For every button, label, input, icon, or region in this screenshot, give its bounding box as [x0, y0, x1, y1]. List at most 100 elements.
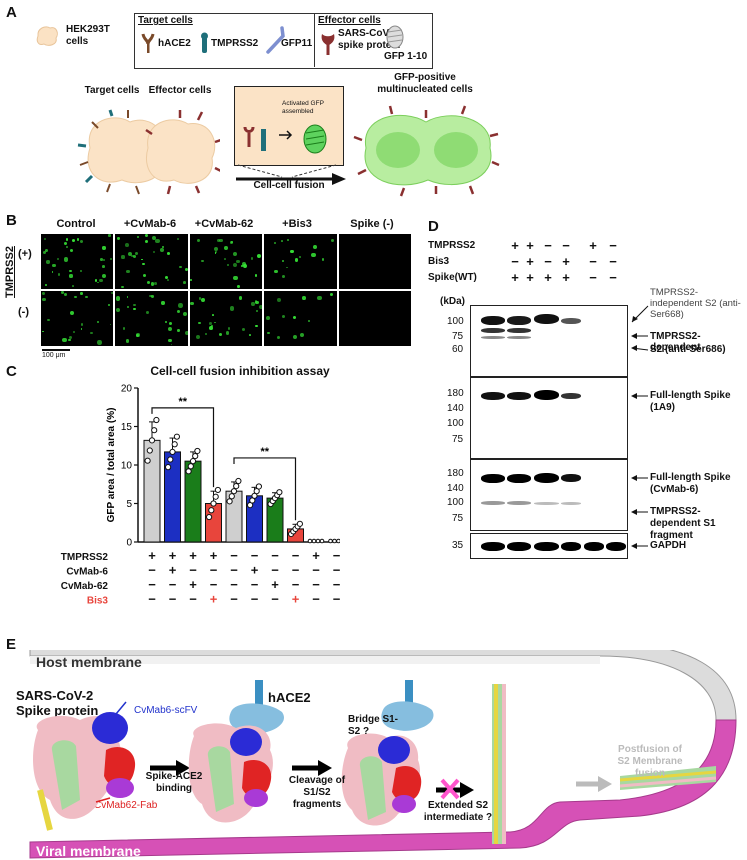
- extended-label: Extended S2 intermediate ?: [423, 800, 493, 823]
- gfp-spot: [301, 296, 306, 300]
- data-point: [233, 482, 240, 490]
- data-point: [228, 493, 235, 500]
- protein-structures: [33, 680, 717, 844]
- gfp-spot: [120, 285, 124, 289]
- gfp-spot: [237, 284, 240, 288]
- effector-cells-label: Effector cells: [148, 85, 212, 96]
- condition-sign: −: [148, 592, 156, 607]
- gfp-spot: [233, 275, 238, 281]
- condition-sign: −: [333, 606, 340, 610]
- gfp-spot: [251, 302, 255, 306]
- extended-s2: [492, 684, 506, 844]
- gfp-spot: [249, 333, 252, 336]
- wb-condition-sign: +: [526, 254, 534, 269]
- target-item-2: TMPRSS2: [211, 38, 259, 49]
- hace2-label: hACE2: [268, 690, 311, 705]
- scale-bar: [42, 349, 70, 351]
- gfp-spot: [126, 269, 130, 274]
- gfp-spot: [141, 262, 145, 266]
- gfp-spot: [242, 261, 247, 266]
- wb-condition-label: Spike(WT): [428, 272, 477, 283]
- row-label-1: (-): [18, 306, 29, 318]
- condition-sign: +: [230, 606, 238, 610]
- condition-label: CvMab-6: [66, 567, 108, 578]
- condition-sign: +: [189, 577, 197, 592]
- gfp-spot: [311, 252, 316, 258]
- wb-condition-sign: +: [562, 270, 570, 285]
- band: [561, 318, 581, 324]
- gfp-spot: [142, 273, 147, 278]
- data-point: [206, 513, 213, 521]
- gfp-spot: [68, 339, 71, 342]
- gfp-spot: [66, 246, 68, 248]
- result-label: GFP-positive multinucleated cells: [377, 72, 473, 95]
- band: [481, 392, 505, 400]
- gfp-spot: [141, 258, 143, 261]
- effector-item-2: GFP 1-10: [384, 51, 428, 62]
- y-axis-label: GFP area / total area (%): [106, 408, 117, 523]
- data-point: [185, 468, 192, 475]
- band: [481, 336, 505, 339]
- gfp-spot: [44, 283, 47, 286]
- gfp-spot: [90, 331, 94, 335]
- gfp-spot: [281, 275, 285, 279]
- gfp-spot: [276, 297, 282, 302]
- gfp-spot: [282, 260, 284, 262]
- gfp-spot: [216, 238, 221, 242]
- gfp-spot: [125, 339, 130, 343]
- gfp-spot: [110, 257, 113, 260]
- gfp-spot: [232, 251, 238, 257]
- data-point: [311, 538, 317, 544]
- gfp-spot: [146, 311, 150, 314]
- blot-arrows: [631, 305, 649, 549]
- wb-condition-sign: +: [526, 238, 534, 253]
- gfp-spot: [210, 325, 213, 327]
- y-tick-label: 5: [126, 499, 132, 510]
- inset-label: Activated GFP assembled: [282, 100, 324, 115]
- gfp-spot: [126, 296, 129, 298]
- band: [561, 542, 581, 551]
- gfp-spot: [74, 295, 77, 299]
- gfp-spot: [102, 246, 106, 250]
- blot2-marker-2: 100: [447, 418, 464, 429]
- bridge-label: Bridge S1-S2 ?: [348, 714, 399, 737]
- gfp-spot: [161, 301, 165, 305]
- band: [534, 390, 559, 400]
- bar: [143, 439, 161, 543]
- gfp-spot: [136, 235, 139, 238]
- gfp-spot: [255, 324, 258, 328]
- gfp-spot: [146, 280, 150, 284]
- gfp-spot: [224, 258, 226, 260]
- blot3-marker-0: 180: [447, 468, 464, 479]
- micro-tile-1-1: [114, 290, 189, 347]
- band: [534, 473, 559, 483]
- blot2-marker-0: 180: [447, 388, 464, 399]
- gfp-spot: [52, 263, 56, 268]
- y-tick-label: 10: [121, 461, 133, 472]
- gfp-spot: [293, 315, 296, 319]
- wb-condition-sign: −: [609, 270, 617, 285]
- wb-condition-sign: −: [589, 254, 597, 269]
- gfp-spot: [190, 301, 194, 306]
- micro-tile-0-0: [40, 233, 115, 290]
- gfp-spot: [76, 238, 80, 241]
- gfp-spot: [242, 264, 247, 269]
- data-point: [194, 447, 201, 455]
- band: [481, 501, 505, 505]
- gfp-spot: [299, 333, 304, 338]
- spike-icon: [320, 32, 336, 61]
- condition-label: Bis3: [87, 596, 109, 607]
- hek-cell-icon: [36, 26, 58, 46]
- condition-sign: −: [251, 548, 259, 563]
- data-point: [189, 458, 197, 465]
- wb-condition-label: Bis3: [428, 256, 450, 267]
- gfp-spot: [111, 291, 114, 295]
- gfp-spot: [80, 240, 84, 244]
- condition-sign: −: [230, 563, 238, 578]
- gfp-spot: [62, 337, 67, 343]
- gfp-spot: [85, 295, 88, 299]
- target-effector-cells-illustration: [77, 109, 220, 195]
- gfp-spot: [238, 296, 243, 301]
- condition-sign: −: [169, 577, 177, 592]
- gfp-spot: [167, 327, 172, 332]
